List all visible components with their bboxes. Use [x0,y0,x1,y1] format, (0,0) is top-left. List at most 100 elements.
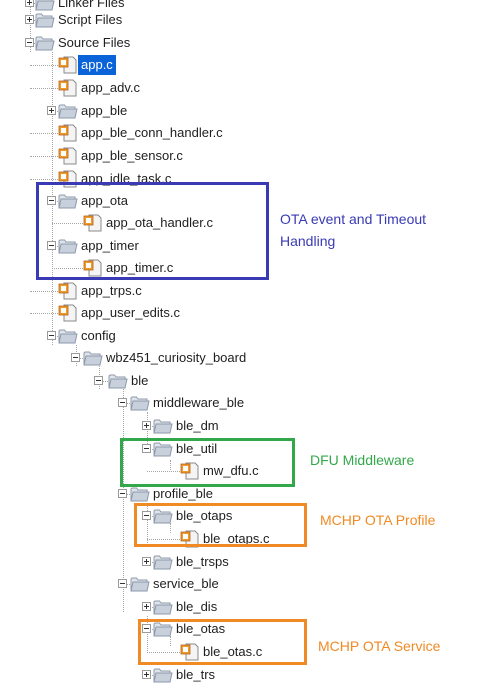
c-source-file-icon [58,304,78,322]
tree-item-label: ble_trs [176,667,216,682]
tree-item-mw-dfu-c[interactable]: mw_dfu.c [0,461,300,481]
folder-icon [153,666,173,684]
tree-item-label: Script Files [58,12,123,27]
collapse-toggle-icon[interactable] [142,511,151,520]
c-source-file-icon [83,259,103,277]
collapse-toggle-icon[interactable] [47,241,56,250]
collapse-toggle-icon[interactable] [118,398,127,407]
folder-icon [153,598,173,616]
expand-toggle-icon[interactable] [47,106,56,115]
selected-tree-label: app.c [78,55,116,75]
expand-toggle-icon[interactable] [142,670,151,679]
annotation-line: Handling [280,233,336,249]
tree-item-label: ble [131,373,149,388]
tree-item-label: ble_util [176,441,218,456]
expand-toggle-icon[interactable] [142,421,151,430]
tree-connector [30,156,66,157]
collapse-toggle-icon[interactable] [118,489,127,498]
tree-item-app-c[interactable]: app.c [0,55,300,75]
folder-icon [58,327,78,345]
tree-item-script-files[interactable]: Script Files [0,10,300,30]
tree-connector [30,65,66,66]
tree-item-app-timer[interactable]: app_timer [0,236,300,256]
c-source-file-icon [180,462,200,480]
collapse-toggle-icon[interactable] [142,444,151,453]
tree-item-source-files[interactable]: Source Files [0,33,300,53]
tree-item-ble-dm[interactable]: ble_dm [0,416,300,436]
tree-item-service-ble[interactable]: service_ble [0,574,300,594]
collapse-toggle-icon[interactable] [47,331,56,340]
tree-item-label: ble_otaps [176,508,233,523]
tree-item-config[interactable]: config [0,326,300,346]
tree-item-label: ble_dis [176,599,218,614]
tree-item-middleware-ble[interactable]: middleware_ble [0,393,300,413]
tree-guide-line [170,636,171,646]
tree-guide-line [147,616,148,653]
tree-item-label: config [81,328,116,343]
collapse-toggle-icon[interactable] [142,624,151,633]
tree-item-profile-ble[interactable]: profile_ble [0,484,300,504]
tree-guide-line [30,0,31,52]
folder-icon [130,394,150,412]
tree-item-label: app_timer.c [106,260,174,275]
tree-item-label: ble_otas [176,621,226,636]
collapse-toggle-icon[interactable] [94,376,103,385]
tree-item-app-user-edits-c[interactable]: app_user_edits.c [0,303,300,323]
dfu-middleware-box [120,438,295,487]
ota-service-box [138,619,307,665]
tree-item-app-ota-handler-c[interactable]: app_ota_handler.c [0,213,300,233]
tree-item-ble-otas[interactable]: ble_otas [0,619,300,639]
tree-connector [30,291,66,292]
folder-icon [35,34,55,52]
tree-item-ble-util[interactable]: ble_util [0,439,300,459]
folder-icon [153,440,173,458]
tree-item-ble-dis[interactable]: ble_dis [0,597,300,617]
c-source-file-icon [83,214,103,232]
tree-item-app-trps-c[interactable]: app_trps.c [0,281,300,301]
tree-item-app-ota[interactable]: app_ota [0,191,300,211]
collapse-toggle-icon[interactable] [118,579,127,588]
expand-toggle-icon[interactable] [142,602,151,611]
tree-item-linker-files[interactable]: Linker Files [0,0,300,13]
tree-item-label: app_ota [81,193,128,208]
tree-item-app-timer-c[interactable]: app_timer.c [0,258,300,278]
folder-icon [58,102,78,120]
tree-connector [30,133,66,134]
tree-item-ble-otas-c[interactable]: ble_otas.c [0,642,300,662]
folder-icon [83,349,103,367]
tree-item-label: app_timer [81,238,139,253]
tree-item-app-ble-sensor-c[interactable]: app_ble_sensor.c [0,146,300,166]
tree-connector [52,223,91,224]
collapse-toggle-icon[interactable] [71,353,80,362]
tree-item-label: profile_ble [153,486,213,501]
collapse-toggle-icon[interactable] [47,196,56,205]
tree-item-label: middleware_ble [153,395,245,410]
expand-toggle-icon[interactable] [25,15,34,24]
folder-icon [58,237,78,255]
tree-item-label: app_adv.c [81,80,141,95]
folder-icon [153,553,173,571]
tree-item-ble[interactable]: ble [0,371,300,391]
tree-item-app-ble-conn-handler-c[interactable]: app_ble_conn_handler.c [0,123,300,143]
tree-item-app-adv-c[interactable]: app_adv.c [0,78,300,98]
tree-item-label: app_ble_sensor.c [81,148,183,163]
tree-item-app-ble[interactable]: app_ble [0,101,300,121]
tree-item-ble-trs[interactable]: ble_trs [0,665,300,685]
folder-icon [35,0,55,12]
expand-toggle-icon[interactable] [25,0,34,7]
annotation-note: DFU Middleware [310,449,414,471]
expand-toggle-icon[interactable] [142,557,151,566]
annotation-line: DFU Middleware [310,452,415,468]
tree-item-label: ble_otas.c [203,644,263,659]
tree-item-wbz451-curiosity-board[interactable]: wbz451_curiosity_board [0,348,300,368]
tree-item-label: Source Files [58,35,131,50]
tree-item-label: app_user_edits.c [81,305,181,320]
tree-connector [99,381,116,382]
tree-item-ble-otaps[interactable]: ble_otaps [0,506,300,526]
tree-item-ble-otaps-c[interactable]: ble_otaps.c [0,529,300,549]
ota-event-box [36,182,269,280]
tree-guide-line [170,523,171,533]
collapse-toggle-icon[interactable] [25,38,34,47]
tree-item-ble-trsps[interactable]: ble_trsps [0,552,300,572]
